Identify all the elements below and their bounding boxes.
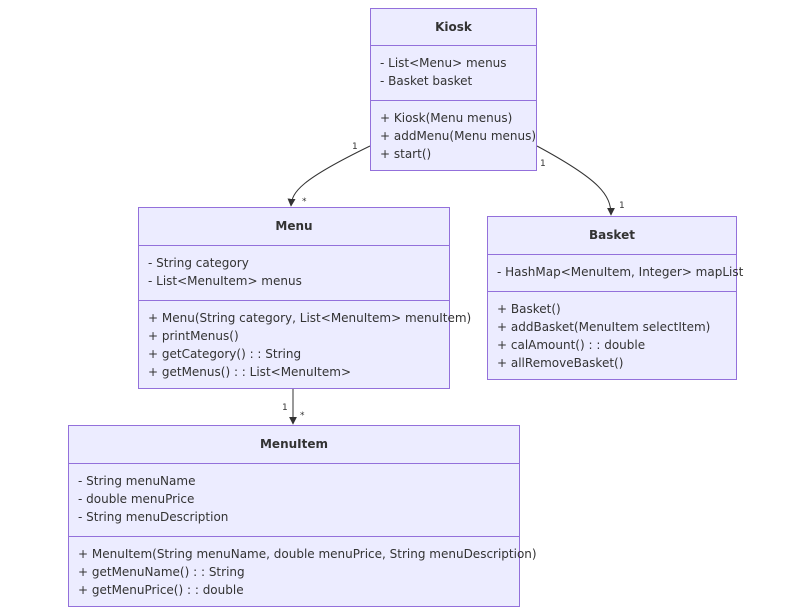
class-method: + start(): [380, 147, 432, 161]
class-method: + getMenuName() : : String: [78, 565, 245, 579]
class-attribute: - String menuName: [78, 474, 196, 488]
class-method: + getMenus() : : List<MenuItem>: [148, 365, 352, 379]
class-basket-attributes: - HashMap<MenuItem, Integer> mapList: [488, 255, 744, 291]
class-method: + Menu(String category, List<MenuItem> m…: [148, 311, 472, 325]
class-menuitem-methods: + MenuItem(String menuName, double menuP…: [69, 536, 537, 599]
kiosk-basket-edge: [536, 145, 615, 216]
class-attribute: - double menuPrice: [78, 492, 195, 506]
class-menuitem[interactable]: MenuItem - String menuName - double menu…: [68, 425, 537, 607]
class-method: + Kiosk(Menu menus): [380, 111, 513, 125]
class-method: + getCategory() : : String: [148, 347, 302, 361]
kiosk-menu-target-mult: *: [302, 197, 307, 207]
class-method: + printMenus(): [148, 329, 239, 343]
kiosk-basket-source-mult: 1: [540, 159, 546, 169]
class-attribute: - List<Menu> menus: [380, 56, 507, 70]
class-menu-name: Menu: [139, 208, 449, 246]
class-method: + addMenu(Menu menus): [380, 129, 537, 143]
class-kiosk-name: Kiosk: [371, 9, 536, 46]
class-menuitem-name: MenuItem: [69, 426, 519, 464]
class-kiosk[interactable]: Kiosk - List<Menu> menus - Basket basket…: [370, 8, 537, 171]
class-method: + addBasket(MenuItem selectItem): [497, 320, 711, 334]
class-attribute: - String menuDescription: [78, 510, 229, 524]
class-menu-attributes: - String category - List<MenuItem> menus: [139, 246, 449, 300]
class-basket-methods: + Basket() + addBasket(MenuItem selectIt…: [488, 291, 736, 372]
kiosk-menu-edge: [287, 145, 371, 207]
class-method: + calAmount() : : double: [497, 338, 646, 352]
class-menu-methods: + Menu(String category, List<MenuItem> m…: [139, 300, 472, 381]
class-menu[interactable]: Menu - String category - List<MenuItem> …: [138, 207, 472, 389]
class-attribute: - String category: [148, 256, 249, 270]
kiosk-menu-source-mult: 1: [352, 142, 358, 152]
class-kiosk-attributes: - List<Menu> menus - Basket basket: [371, 46, 536, 100]
class-basket-name: Basket: [488, 217, 736, 255]
class-basket[interactable]: Basket - HashMap<MenuItem, Integer> mapL…: [487, 216, 744, 380]
class-attribute: - Basket basket: [380, 74, 473, 88]
class-kiosk-methods: + Kiosk(Menu menus) + addMenu(Menu menus…: [371, 100, 536, 163]
menu-menuitem-target-mult: *: [300, 411, 305, 421]
menu-menuitem-source-mult: 1: [282, 403, 288, 413]
class-attribute: - List<MenuItem> menus: [148, 274, 302, 288]
class-method: + MenuItem(String menuName, double menuP…: [78, 547, 537, 561]
kiosk-basket-target-mult: 1: [619, 201, 625, 211]
class-method: + allRemoveBasket(): [497, 356, 624, 370]
class-attribute: - HashMap<MenuItem, Integer> mapList: [497, 265, 744, 279]
class-method: + Basket(): [497, 302, 561, 316]
class-menuitem-attributes: - String menuName - double menuPrice - S…: [69, 464, 519, 536]
class-method: + getMenuPrice() : : double: [78, 583, 244, 597]
